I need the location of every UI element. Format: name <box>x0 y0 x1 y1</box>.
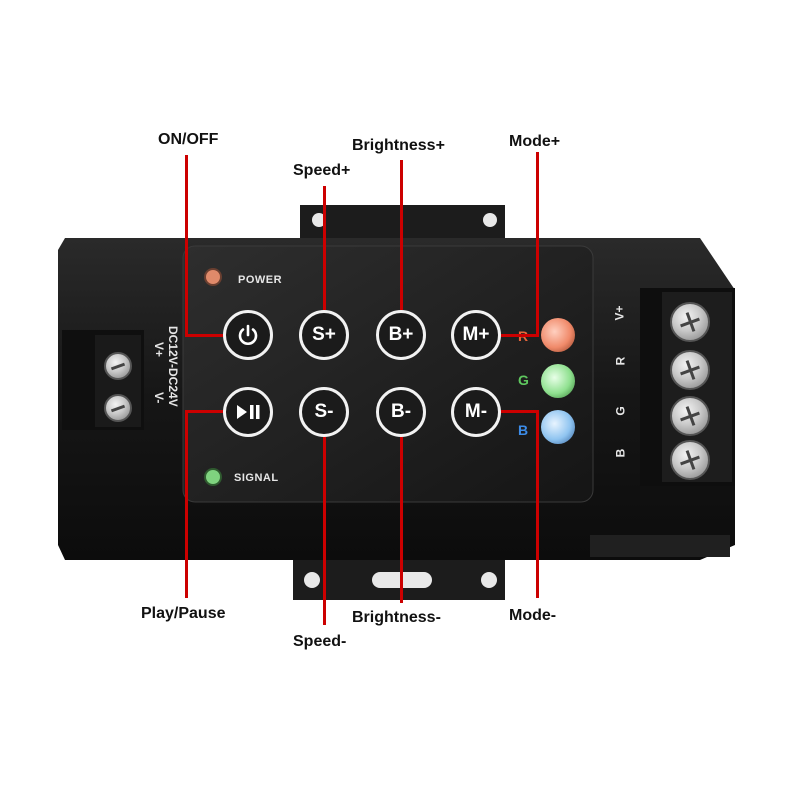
on-off-button[interactable] <box>223 310 273 360</box>
callout-line-brightness-minus <box>400 437 403 603</box>
callout-brightness-plus: Brightness+ <box>352 137 445 154</box>
output-screw-b <box>670 440 710 480</box>
brightness-plus-button[interactable]: B+ <box>376 310 426 360</box>
callout-play-pause: Play/Pause <box>141 605 226 622</box>
callout-line-mode-plus <box>536 152 539 336</box>
g-led-label: G <box>518 372 530 388</box>
callout-line-play-pause-h <box>185 410 223 413</box>
input-screw-vminus <box>104 394 132 422</box>
callout-line-mode-minus-h <box>501 410 539 413</box>
callout-on-off: ON/OFF <box>158 131 219 148</box>
front-panel <box>182 245 594 503</box>
callout-speed-minus: Speed- <box>293 633 347 650</box>
input-vminus-label: V- <box>152 392 166 404</box>
power-label: POWER <box>238 274 283 286</box>
callout-line-play-pause <box>185 410 188 598</box>
brightness-minus-button[interactable]: B- <box>376 387 426 437</box>
output-label-vplus: V+ <box>612 305 627 321</box>
callout-line-on-off-h <box>185 334 223 337</box>
signal-label: SIGNAL <box>234 472 279 484</box>
power-icon <box>238 324 258 345</box>
output-label-g: G <box>613 406 628 416</box>
mode-plus-button[interactable]: M+ <box>451 310 501 360</box>
callout-line-mode-plus-h <box>501 334 539 337</box>
b-led <box>541 410 575 444</box>
input-screw-vplus <box>104 352 132 380</box>
mode-minus-button[interactable]: M- <box>451 387 501 437</box>
output-label-b: B <box>613 448 628 458</box>
bracket-hole-bottom-left <box>304 572 320 588</box>
callout-mode-plus: Mode+ <box>509 133 561 150</box>
signal-led <box>206 470 220 484</box>
callout-line-speed-plus <box>323 186 326 310</box>
r-led <box>541 318 575 352</box>
output-screw-r <box>670 350 710 390</box>
input-voltage-label: DC12V-DC24V <box>166 326 180 407</box>
output-screw-g <box>670 396 710 436</box>
bracket-hole-top-right <box>483 213 497 227</box>
power-led <box>206 270 220 284</box>
output-screw-vplus <box>670 302 710 342</box>
callout-mode-minus: Mode- <box>509 607 557 624</box>
callout-brightness-minus: Brightness- <box>352 609 441 626</box>
play-pause-button[interactable] <box>223 387 273 437</box>
bracket-hole-bottom-right <box>481 572 497 588</box>
speed-plus-button[interactable]: S+ <box>299 310 349 360</box>
callout-line-speed-minus <box>323 437 326 625</box>
output-label-r: R <box>613 356 628 366</box>
bracket-hole-top-left <box>312 213 326 227</box>
play-pause-icon <box>237 405 260 419</box>
g-led <box>541 364 575 398</box>
speed-minus-button[interactable]: S- <box>299 387 349 437</box>
input-vplus-label: V+ <box>152 342 166 358</box>
callout-line-on-off <box>185 155 188 336</box>
callout-speed-plus: Speed+ <box>293 162 351 179</box>
callout-line-brightness-plus <box>400 160 403 310</box>
b-led-label: B <box>518 422 529 438</box>
callout-line-mode-minus <box>536 410 539 598</box>
